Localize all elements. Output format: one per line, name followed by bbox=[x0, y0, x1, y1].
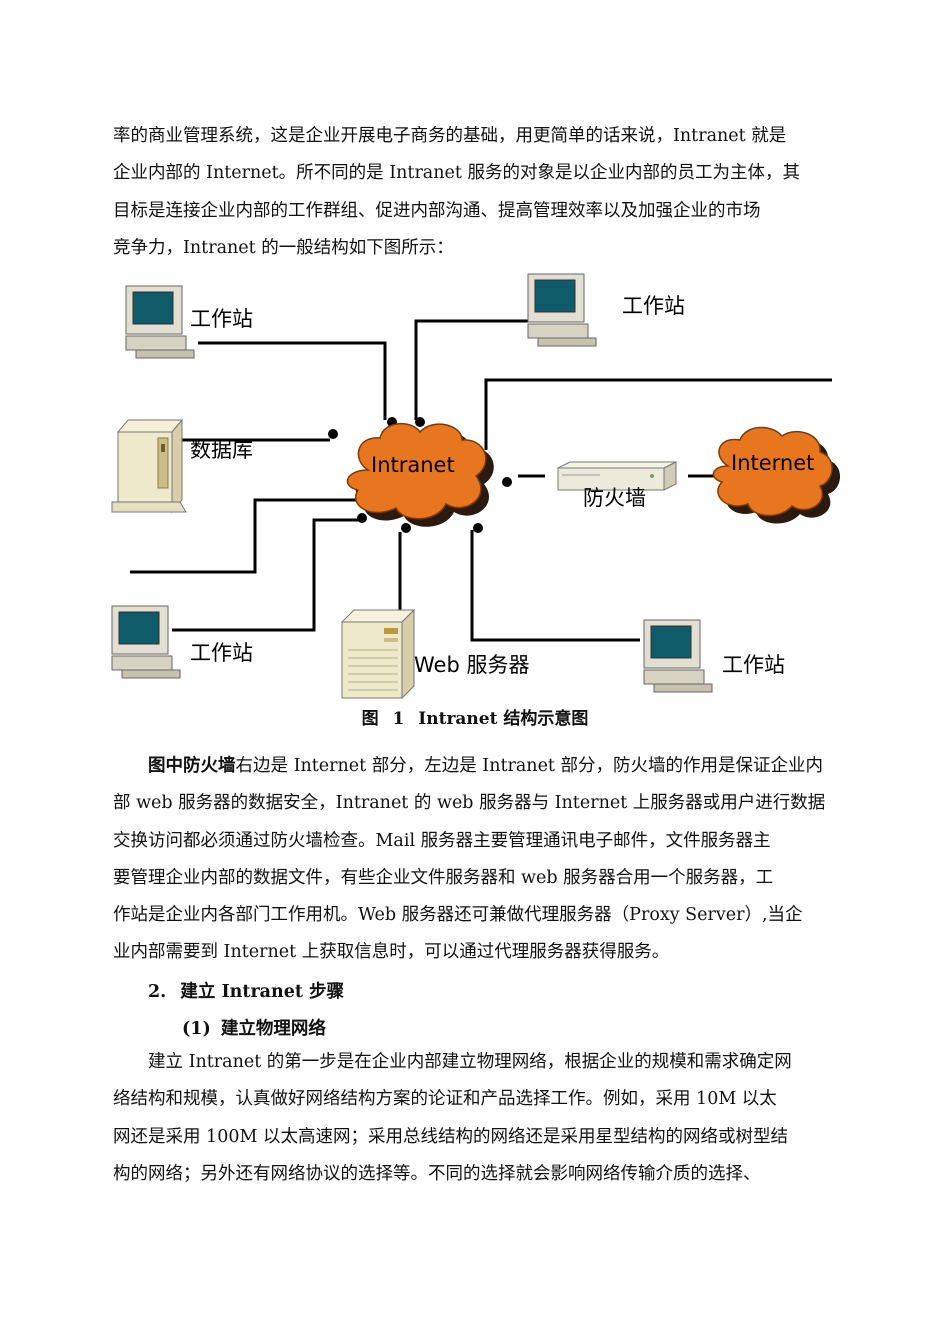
workstation-icon-bottom-right bbox=[643, 619, 713, 693]
label-database: 数据库 bbox=[190, 438, 253, 462]
link-workstation-bottom-left bbox=[172, 518, 360, 632]
link-workstation-bottom-right bbox=[470, 530, 640, 642]
paragraph-line: 交换访问都必须通过防火墙检查。Mail 服务器主要管理通讯电子邮件，文件服务器主 bbox=[113, 830, 771, 851]
intro-line: 目标是连接企业内部的工作群组、促进内部沟通、提高管理效率以及加强企业的市场 bbox=[113, 200, 761, 221]
link-workstation-top-left bbox=[198, 341, 387, 420]
firewall-paragraph: 图中防火墙右边是 Internet 部分，左边是 Intranet 部分，防火墙… bbox=[113, 748, 837, 972]
link-workstation-top-right bbox=[414, 319, 528, 420]
internet-cloud bbox=[712, 426, 841, 524]
database-server-icon bbox=[111, 418, 187, 514]
label-workstation-top-left: 工作站 bbox=[190, 307, 253, 331]
subsection-number: (1) bbox=[182, 1019, 211, 1039]
paragraph-line: 构的网络；另外还有网络协议的选择等。不同的选择就会影响网络传输介质的选择、 bbox=[113, 1163, 761, 1184]
connector-dot bbox=[502, 477, 512, 487]
connection-lines bbox=[130, 319, 832, 642]
connector-dot bbox=[473, 523, 483, 533]
figure-caption: 图 1 Intranet 结构示意图 bbox=[0, 704, 950, 729]
intro-line: 企业内部的 Internet。所不同的是 Intranet 服务的对象是以企业内… bbox=[113, 163, 800, 184]
paragraph-line: 作站是企业内各部门工作用机。Web 服务器还可兼做代理服务器（Proxy Ser… bbox=[113, 905, 803, 926]
paragraph-lead: 图中防火墙 bbox=[148, 756, 236, 776]
paragraph-line: 要管理企业内部的数据文件，有些企业文件服务器和 web 服务器合用一个服务器，工 bbox=[113, 867, 774, 888]
section-title: 建立 Intranet 步骤 bbox=[180, 982, 345, 1002]
label-workstation-bottom-right: 工作站 bbox=[722, 653, 785, 677]
connector-dot bbox=[328, 429, 338, 439]
link-internet-top bbox=[484, 378, 832, 450]
intro-line: 率的商业管理系统，这是企业开展电子商务的基础，用更简单的话来说，Intranet… bbox=[113, 126, 787, 146]
figure-prefix: 图 bbox=[361, 709, 379, 729]
label-internet: Internet bbox=[731, 451, 814, 475]
paragraph-text: 右边是 Internet 部分，左边是 Intranet 部分，防火墙的作用是保… bbox=[235, 756, 824, 776]
connector-dot bbox=[401, 523, 411, 533]
section-number: 2. bbox=[148, 982, 167, 1002]
subsection-heading: (1) 建立物理网络 bbox=[182, 1015, 326, 1040]
subsection-title: 建立物理网络 bbox=[220, 1019, 326, 1039]
label-workstation-top-right: 工作站 bbox=[622, 294, 685, 318]
label-intranet: Intranet bbox=[371, 453, 455, 477]
paragraph-line: 部 web 服务器的数据安全，Intranet 的 web 服务器与 Inter… bbox=[113, 793, 826, 814]
paragraph-line: 建立 Intranet 的第一步是在企业内部建立物理网络，根据企业的规模和需求确… bbox=[148, 1052, 792, 1072]
label-web-server: Web 服务器 bbox=[414, 653, 529, 677]
label-firewall: 防火墙 bbox=[583, 486, 646, 510]
section-heading: 2. 建立 Intranet 步骤 bbox=[148, 978, 344, 1003]
label-workstation-bottom-left: 工作站 bbox=[190, 641, 253, 665]
intro-paragraph: 率的商业管理系统，这是企业开展电子商务的基础，用更简单的话来说，Intranet… bbox=[113, 118, 837, 267]
connector-dot bbox=[415, 417, 425, 427]
web-server-icon bbox=[340, 608, 416, 700]
paragraph-line: 图中防火墙右边是 Internet 部分，左边是 Intranet 部分，防火墙… bbox=[113, 748, 837, 785]
link-left-segment bbox=[130, 498, 360, 574]
paragraph-line: 业内部需要到 Internet 上获取信息时，可以通过代理服务器获得服务。 bbox=[113, 942, 670, 963]
connector-dots bbox=[328, 417, 512, 533]
figure-number: 1 bbox=[392, 709, 405, 729]
paragraph-line: 络结构和规模，认真做好网络结构方案的论证和产品选择工作。例如，采用 10M 以太 bbox=[113, 1089, 777, 1110]
workstation-icon-bottom-left bbox=[111, 605, 181, 679]
paragraph-line: 网还是采用 100M 以太高速网；采用总线结构的网络还是采用星型结构的网络或树型… bbox=[113, 1126, 788, 1147]
firewall-device-icon bbox=[557, 461, 677, 491]
figure-title: Intranet 结构示意图 bbox=[418, 709, 589, 729]
workstation-icon-top-right bbox=[527, 273, 597, 347]
workstation-icon-top-left bbox=[125, 285, 195, 359]
intro-line: 竞争力，Intranet 的一般结构如下图所示： bbox=[113, 237, 454, 258]
intranet-cloud bbox=[346, 423, 494, 527]
connector-dot bbox=[357, 513, 367, 523]
intranet-structure-diagram: 工作站 工作站 数据库 Intranet Internet 防火墙 工作站 We… bbox=[111, 273, 841, 700]
physical-network-paragraph: 建立 Intranet 的第一步是在企业内部建立物理网络，根据企业的规模和需求确… bbox=[113, 1044, 837, 1193]
